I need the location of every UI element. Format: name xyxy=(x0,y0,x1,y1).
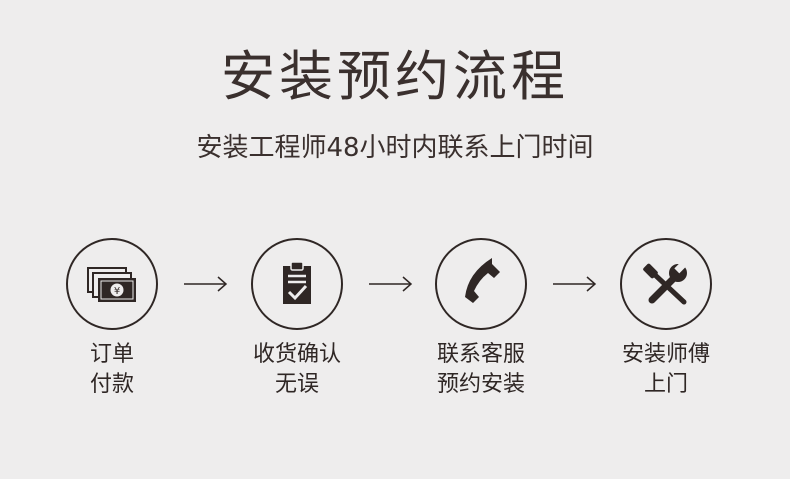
wrench-screwdriver-icon xyxy=(643,261,687,305)
step-circle xyxy=(251,238,343,330)
arrow-right-icon xyxy=(553,276,597,292)
page-subtitle: 安装工程师48小时内联系上门时间 xyxy=(196,133,594,163)
arrow-right-icon xyxy=(184,276,228,292)
step-circle xyxy=(620,238,712,330)
svg-text:¥: ¥ xyxy=(114,286,120,297)
arrow-right-icon xyxy=(369,276,413,292)
step-circle xyxy=(435,238,527,330)
step-label: 收货确认 无误 xyxy=(252,342,341,397)
step-label: 安装师傅 上门 xyxy=(621,342,710,397)
phone-icon xyxy=(465,258,500,303)
clipboard-check-icon xyxy=(283,261,311,304)
step-circle: ¥ xyxy=(66,238,158,330)
page-title: 安装预约流程 xyxy=(221,45,569,108)
step-label: 联系客服 预约安装 xyxy=(436,342,525,397)
step-label: 订单 付款 xyxy=(89,342,134,397)
money-icon: ¥ xyxy=(87,267,136,302)
